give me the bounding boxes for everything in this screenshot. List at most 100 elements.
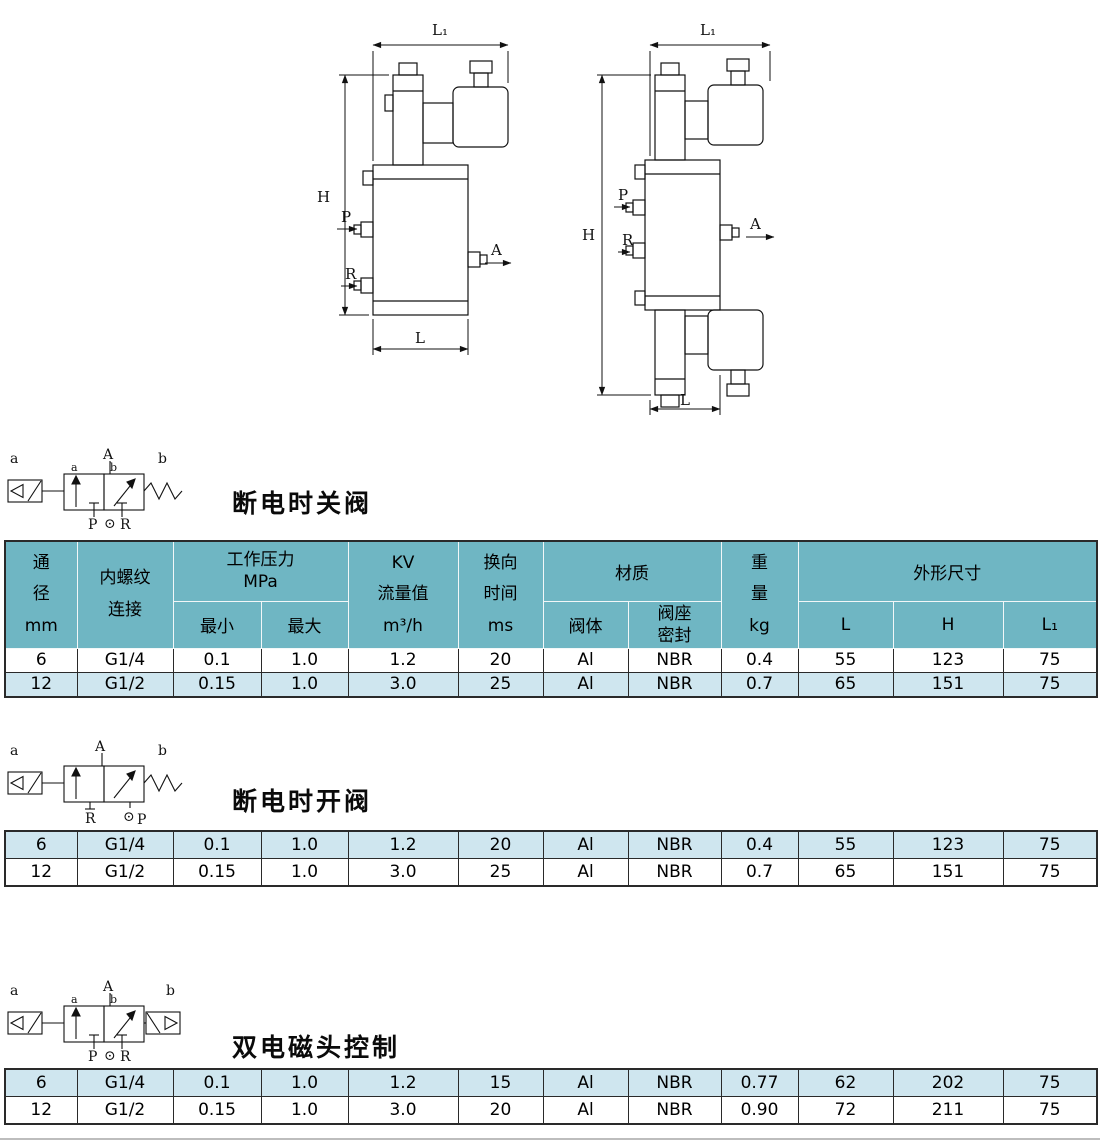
symbol-exhaust-icon: ⊙ bbox=[104, 1048, 116, 1064]
symbol-r-label: R bbox=[120, 517, 131, 533]
cell-dim-h: 202 bbox=[892, 1068, 1004, 1097]
port-p-label: P bbox=[618, 186, 628, 204]
cell-time: 20 bbox=[457, 830, 544, 859]
cell-kv: 1.2 bbox=[347, 1068, 459, 1097]
cell-material-seal: NBR bbox=[627, 1096, 722, 1125]
cell-dim-h: 151 bbox=[892, 858, 1004, 887]
cell-dim-l1: 75 bbox=[1002, 647, 1098, 673]
cell-dim-l: 62 bbox=[797, 1068, 894, 1097]
symbol-p-label: P bbox=[137, 812, 146, 828]
cell-kv: 3.0 bbox=[347, 671, 459, 698]
symbol-exhaust-icon: ⊙ bbox=[104, 516, 116, 532]
col-dim-l: L bbox=[797, 600, 894, 649]
cell-pressure-max: 1.0 bbox=[260, 1096, 349, 1125]
cell-pressure-min: 0.1 bbox=[172, 830, 262, 859]
cell-diameter: 6 bbox=[4, 830, 78, 859]
col-kv: KV 流量值 m³/h bbox=[347, 540, 459, 649]
cell-dim-l: 72 bbox=[797, 1096, 894, 1125]
cell-material-body: Al bbox=[542, 671, 629, 698]
table-row: 12 G1/2 0.15 1.0 3.0 25 Al NBR 0.7 65 15… bbox=[4, 858, 1098, 887]
cell-pressure-min: 0.15 bbox=[172, 858, 262, 887]
cell-dim-h: 211 bbox=[892, 1096, 1004, 1125]
cell-diameter: 6 bbox=[4, 1068, 78, 1097]
symbol-labels: a A b R ⊙ P bbox=[10, 739, 167, 828]
cell-kv: 1.2 bbox=[347, 647, 459, 673]
dim-l-label: L bbox=[680, 391, 690, 409]
cell-weight: 0.4 bbox=[720, 830, 799, 859]
cell-weight: 0.77 bbox=[720, 1068, 799, 1097]
dimension-labels: L₁ H L P R A bbox=[582, 21, 761, 409]
symbol-a-label: a bbox=[10, 983, 18, 999]
symbol-labels: a A b a b P ⊙ R bbox=[10, 447, 167, 533]
symbol-b-label: b bbox=[158, 743, 167, 759]
col-switch-time: 换向 时间 ms bbox=[457, 540, 544, 649]
cell-pressure-min: 0.15 bbox=[172, 671, 262, 698]
col-pressure-max: 最大 bbox=[260, 600, 349, 649]
col-thread: 内螺纹 连接 bbox=[76, 540, 174, 649]
cell-material-seal: NBR bbox=[627, 1068, 722, 1097]
cell-weight: 0.7 bbox=[720, 858, 799, 887]
symbol-labels: a A b a b P ⊙ R bbox=[10, 979, 175, 1065]
page-bottom-rule bbox=[0, 1138, 1100, 1140]
cell-thread: G1/2 bbox=[76, 858, 174, 887]
cell-diameter: 12 bbox=[4, 858, 78, 887]
cell-dim-l: 65 bbox=[797, 671, 894, 698]
cell-material-seal: NBR bbox=[627, 858, 722, 887]
cell-material-seal: NBR bbox=[627, 647, 722, 673]
dimension-drawing-double-solenoid-valve: L₁ H L P R A bbox=[582, 21, 775, 415]
symbol-inner-b-label: b bbox=[110, 993, 117, 1006]
symbol-inner-a-label: a bbox=[71, 461, 78, 474]
port-p-label: P bbox=[341, 208, 351, 226]
table-row: 6 G1/4 0.1 1.0 1.2 20 Al NBR 0.4 55 123 … bbox=[4, 647, 1098, 673]
dim-l1-label: L₁ bbox=[432, 21, 448, 39]
symbol-graphics bbox=[7, 461, 183, 517]
cell-dim-l: 65 bbox=[797, 858, 894, 887]
col-pressure: 工作压力 MPa bbox=[172, 540, 349, 602]
spec-table-no: 6 G1/4 0.1 1.0 1.2 20 Al NBR 0.4 55 123 … bbox=[4, 830, 1098, 887]
cell-weight: 0.7 bbox=[720, 671, 799, 698]
cell-weight: 0.4 bbox=[720, 647, 799, 673]
dimension-drawing-single-solenoid-valve: L₁ H L P R A bbox=[317, 21, 512, 355]
spec-table-double: 6 G1/4 0.1 1.0 1.2 15 Al NBR 0.77 62 202… bbox=[4, 1068, 1098, 1125]
symbol-p-label: P bbox=[88, 1049, 97, 1065]
col-material: 材质 bbox=[542, 540, 722, 602]
cell-material-body: Al bbox=[542, 858, 629, 887]
cell-thread: G1/2 bbox=[76, 1096, 174, 1125]
cell-material-body: Al bbox=[542, 1068, 629, 1097]
table-row: 6 G1/4 0.1 1.0 1.2 15 Al NBR 0.77 62 202… bbox=[4, 1068, 1098, 1097]
col-material-body: 阀体 bbox=[542, 600, 629, 649]
symbol-p-label: P bbox=[88, 517, 97, 533]
symbol-a-label: a bbox=[10, 451, 18, 467]
cell-time: 15 bbox=[457, 1068, 544, 1097]
section-heading-nc: 断电时关阀 bbox=[232, 489, 373, 518]
symbol-a-label: a bbox=[10, 743, 18, 759]
cell-dim-l: 55 bbox=[797, 830, 894, 859]
cell-kv: 1.2 bbox=[347, 830, 459, 859]
cell-thread: G1/2 bbox=[76, 671, 174, 698]
symbol-A-port-label: A bbox=[102, 447, 114, 463]
cell-kv: 3.0 bbox=[347, 858, 459, 887]
section-heading-no: 断电时开阀 bbox=[232, 787, 373, 816]
dimension-lines bbox=[597, 41, 775, 415]
valve-body-outline bbox=[353, 60, 509, 316]
cell-pressure-min: 0.15 bbox=[172, 1096, 262, 1125]
pneumatic-symbol-double-solenoid-valve: a A b a b P ⊙ R bbox=[7, 979, 181, 1065]
cell-weight: 0.90 bbox=[720, 1096, 799, 1125]
cell-diameter: 12 bbox=[4, 671, 78, 698]
cell-thread: G1/4 bbox=[76, 647, 174, 673]
cell-thread: G1/4 bbox=[76, 1068, 174, 1097]
cell-material-seal: NBR bbox=[627, 830, 722, 859]
symbol-inner-a-label: a bbox=[71, 993, 78, 1006]
cell-material-body: Al bbox=[542, 830, 629, 859]
cell-dim-l1: 75 bbox=[1002, 1096, 1098, 1125]
symbol-r-label: R bbox=[85, 811, 96, 827]
col-diameter: 通 径 mm bbox=[4, 540, 78, 649]
port-r-label: R bbox=[345, 265, 357, 283]
cell-pressure-max: 1.0 bbox=[260, 858, 349, 887]
table-row: 12 G1/2 0.15 1.0 3.0 25 Al NBR 0.7 65 15… bbox=[4, 671, 1098, 698]
cell-dim-h: 123 bbox=[892, 830, 1004, 859]
cell-pressure-max: 1.0 bbox=[260, 647, 349, 673]
col-dim-h: H bbox=[892, 600, 1004, 649]
symbol-b-label: b bbox=[166, 983, 175, 999]
